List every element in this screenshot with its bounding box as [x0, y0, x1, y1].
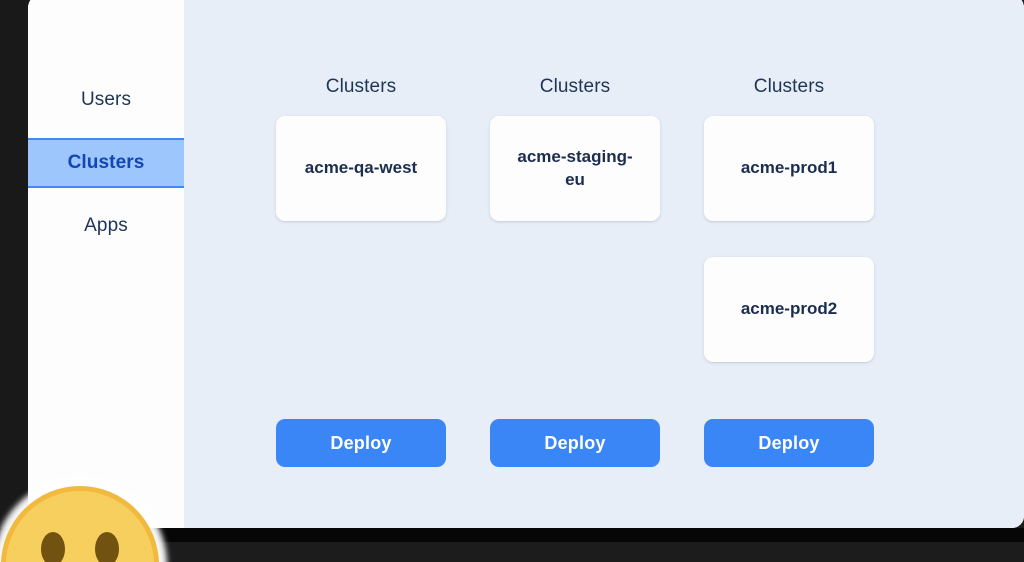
cluster-card[interactable]: acme-prod2 [704, 257, 874, 362]
device-bezel-left [0, 0, 28, 534]
column-title: Clusters [325, 76, 397, 97]
deploy-button[interactable]: Deploy [490, 419, 660, 467]
sidebar: Users Clusters Apps [28, 0, 184, 528]
cluster-card-label: acme-qa-west [304, 158, 418, 178]
cluster-card[interactable]: acme-qa-west [276, 116, 446, 221]
deploy-button[interactable]: Deploy [704, 419, 874, 467]
deploy-slot: Deploy [276, 419, 446, 467]
column-title: Clusters [539, 76, 611, 97]
device-bezel-shadow [0, 528, 1024, 542]
cluster-card[interactable]: acme-staging-eu [490, 116, 660, 221]
cluster-card[interactable]: acme-prod1 [704, 116, 874, 221]
sidebar-item-label: Apps [84, 215, 128, 236]
deploy-slot: Deploy [704, 419, 874, 467]
cluster-card-list: acme-qa-west [276, 116, 446, 221]
deploy-slot: Deploy [490, 419, 660, 467]
sidebar-item-clusters[interactable]: Clusters [28, 138, 184, 188]
cluster-column-1: Clusters acme-qa-west Deploy [276, 0, 446, 528]
cluster-card-label: acme-prod1 [740, 158, 838, 178]
cluster-column-3: Clusters acme-prod1 acme-prod2 Deploy [704, 0, 874, 528]
sidebar-item-label: Clusters [67, 152, 145, 173]
cluster-column-2: Clusters acme-staging-eu Deploy [490, 0, 660, 528]
column-title: Clusters [753, 76, 825, 97]
cluster-card-label: acme-prod2 [740, 299, 838, 319]
device-bezel-bottom [0, 528, 1024, 562]
deploy-button[interactable]: Deploy [276, 419, 446, 467]
sidebar-item-label: Users [80, 89, 132, 110]
main-content: Clusters acme-qa-west Deploy Clusters ac… [184, 0, 1024, 528]
cluster-card-list: acme-staging-eu [490, 116, 660, 221]
cluster-card-list: acme-prod1 acme-prod2 [704, 116, 874, 362]
app-window: Users Clusters Apps Clusters acme-qa-wes… [28, 0, 1024, 528]
sidebar-item-users[interactable]: Users [28, 75, 184, 125]
cluster-card-label: acme-staging-eu [517, 147, 633, 189]
sidebar-item-apps[interactable]: Apps [28, 201, 184, 251]
